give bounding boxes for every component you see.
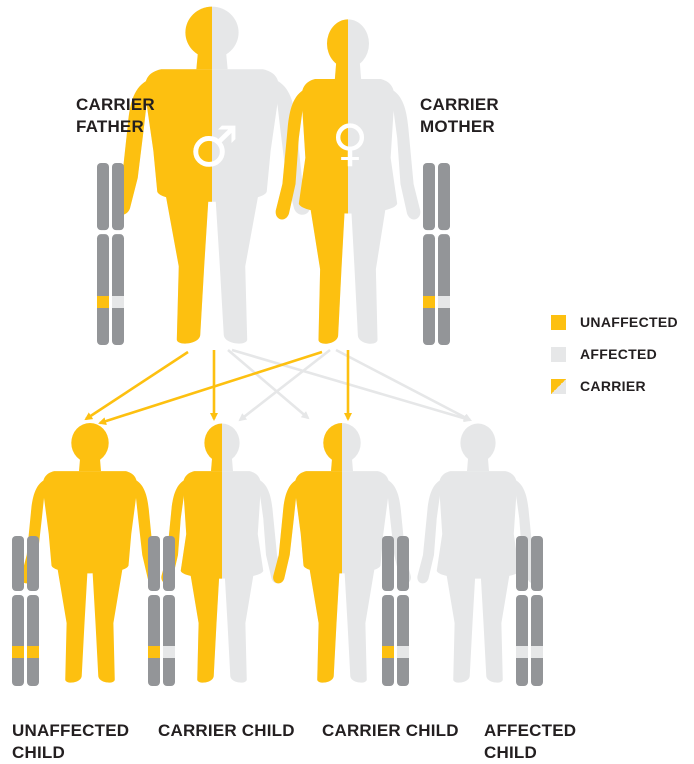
mother-label-line2: MOTHER <box>420 117 495 136</box>
child-2-figure <box>161 423 283 683</box>
child-1-chromosomes-chromosome-2 <box>27 536 39 686</box>
child-4-chromosomes-chromosome-2 <box>531 536 543 686</box>
child-4-figure <box>417 423 539 683</box>
arrow-mother-to-child-2 <box>238 348 331 422</box>
male-symbol-icon: ♂ <box>189 115 239 180</box>
child-label-1-line2: CHILD <box>12 743 65 762</box>
child-2-chromosomes-chromosome-1 <box>148 536 160 686</box>
arrow-mother-to-child-4 <box>335 348 472 422</box>
mother-label: CARRIER MOTHER <box>420 94 499 138</box>
legend-label-carrier: CARRIER <box>580 378 646 394</box>
father-chromosomes <box>97 163 124 345</box>
child-3-chromosomes-chromosome-1 <box>382 536 394 686</box>
mother-chromosomes-chromosome-1 <box>423 163 435 345</box>
father-label: CARRIER FATHER <box>76 94 155 138</box>
legend-item-unaffected: UNAFFECTED <box>551 313 678 331</box>
legend-swatch-carrier <box>551 378 566 394</box>
legend-swatch-affected <box>551 346 566 362</box>
child-1-chromosomes-band-1 <box>12 646 24 658</box>
father-label-line1: CARRIER <box>76 95 155 114</box>
legend-label-unaffected: UNAFFECTED <box>580 314 678 330</box>
arrow-father-to-child-1 <box>84 350 189 421</box>
child-4-chromosomes-band-2 <box>531 646 543 658</box>
child-1-chromosomes-chromosome-1 <box>12 536 24 686</box>
child-3-chromosomes-band-1 <box>382 646 394 658</box>
child-label-2: CARRIER CHILD <box>158 720 295 742</box>
mother-chromosomes-chromosome-2 <box>438 163 450 345</box>
child-2-chromosomes-band-2 <box>163 646 175 658</box>
legend-label-affected: AFFECTED <box>580 346 658 362</box>
father-chromosomes-chromosome-1 <box>97 163 109 345</box>
child-label-4-line2: CHILD <box>484 743 537 762</box>
arrow-mother-to-child-1 <box>98 350 323 425</box>
child-label-3-line1: CARRIER CHILD <box>322 721 459 740</box>
child-2-chromosomes-band-1 <box>148 646 160 658</box>
mother-chromosomes-band-1 <box>423 296 435 308</box>
arrow-father-to-child-3 <box>227 349 310 420</box>
child-2-chromosomes <box>148 536 175 686</box>
father-chromosomes-band-1 <box>97 296 109 308</box>
child-3-figure <box>273 422 411 683</box>
child-4-chromosomes-chromosome-1 <box>516 536 528 686</box>
mother-label-line1: CARRIER <box>420 95 499 114</box>
child-label-3: CARRIER CHILD <box>322 720 459 742</box>
mother-chromosomes-band-2 <box>438 296 450 308</box>
child-3-chromosomes-band-2 <box>397 646 409 658</box>
child-1-chromosomes <box>12 536 39 686</box>
legend-item-carrier: CARRIER <box>551 377 646 395</box>
mother-chromosomes <box>423 163 450 345</box>
child-label-4-line1: AFFECTED <box>484 721 577 740</box>
child-4-chromosomes <box>516 536 543 686</box>
female-symbol-icon: ♀ <box>332 114 369 172</box>
child-1-chromosomes-band-2 <box>27 646 39 658</box>
arrow-father-to-child-4 <box>231 348 472 423</box>
legend-item-affected: AFFECTED <box>551 345 657 363</box>
child-1-figure <box>21 422 159 683</box>
child-label-1-line1: UNAFFECTED <box>12 721 130 740</box>
mother-figure <box>275 19 421 344</box>
child-label-2-line1: CARRIER CHILD <box>158 721 295 740</box>
child-label-4: AFFECTED CHILD <box>484 720 576 764</box>
father-chromosomes-band-2 <box>112 296 124 308</box>
legend-swatch-unaffected <box>551 314 566 330</box>
father-chromosomes-chromosome-2 <box>112 163 124 345</box>
child-3-chromosomes-chromosome-2 <box>397 536 409 686</box>
child-2-chromosomes-chromosome-2 <box>163 536 175 686</box>
father-label-line2: FATHER <box>76 117 144 136</box>
child-4-chromosomes-band-1 <box>516 646 528 658</box>
child-label-1: UNAFFECTED CHILD <box>12 720 129 764</box>
child-3-chromosomes <box>382 536 409 686</box>
